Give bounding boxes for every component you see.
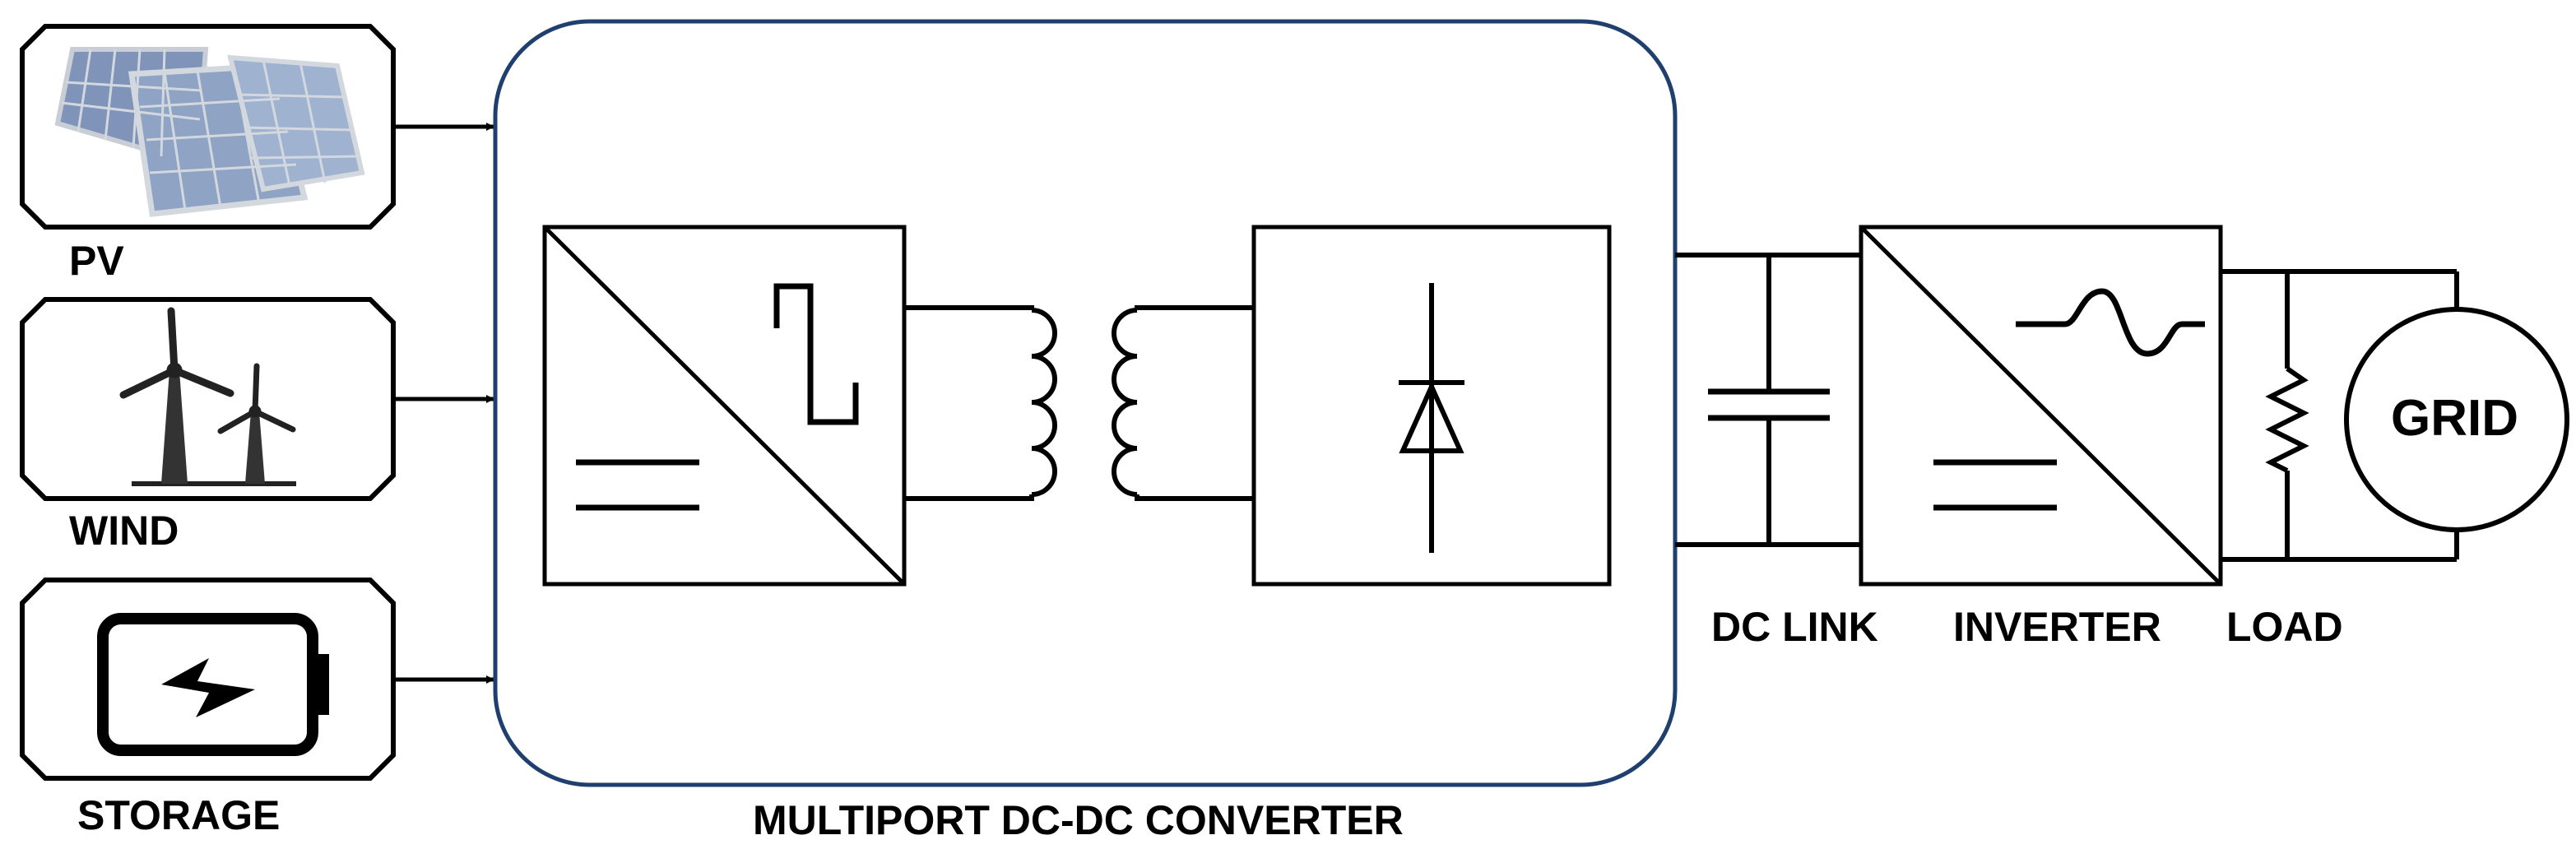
battery-lightning-icon <box>97 613 329 756</box>
wind-turbine-icon <box>119 307 296 486</box>
rectifier-block <box>1251 225 1612 587</box>
storage-label: STORAGE <box>77 792 281 838</box>
dc-link-capacitor <box>1675 253 1861 547</box>
pv-label: PV <box>69 238 124 284</box>
grid-label: GRID <box>2391 390 2518 447</box>
wind-source-box <box>20 297 396 501</box>
load-resistor <box>2221 269 2459 562</box>
storage-source-box <box>20 578 396 781</box>
sine-wave-icon <box>2016 288 2205 357</box>
converter-enclosure <box>493 19 1678 787</box>
wind-label: WIND <box>69 508 179 554</box>
transformer-coil-icon <box>904 305 1254 501</box>
solar-panel-icon <box>54 47 365 217</box>
square-wave-icon <box>773 283 859 425</box>
load-label: LOAD <box>2226 604 2343 650</box>
resistor-icon <box>2265 366 2309 473</box>
hf-inverter-block <box>542 225 907 587</box>
inverter-label: INVERTER <box>1953 604 2161 650</box>
capacitor-icon <box>1708 388 1830 421</box>
diode-icon <box>1399 283 1464 553</box>
dc-symbol-icon <box>1933 459 2057 511</box>
pv-source-box <box>20 24 396 230</box>
converter-label: MULTIPORT DC-DC CONVERTER <box>753 797 1404 843</box>
grid-circle <box>2344 307 2569 532</box>
dc-link-label: DC LINK <box>1711 604 1878 650</box>
dc-symbol-icon <box>576 459 699 511</box>
grid-inverter-block <box>1859 225 2223 587</box>
